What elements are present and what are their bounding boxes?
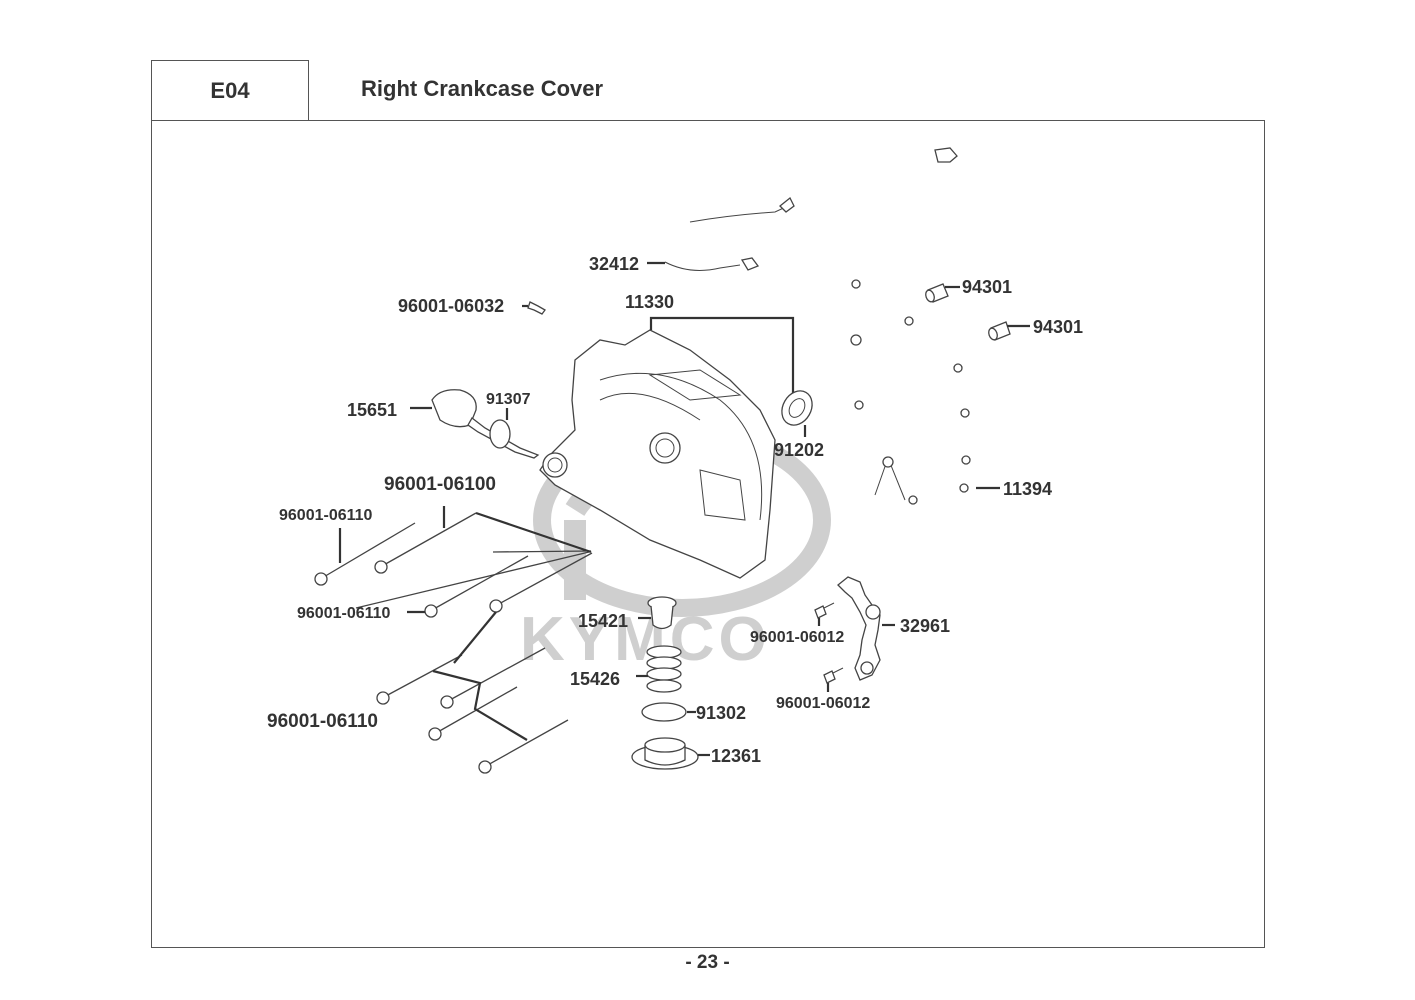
part-crankcase-cover[interactable]: 11330 (539, 292, 795, 579)
label-15426: 15426 (570, 669, 620, 689)
label-96001-06012-b: 96001-06012 (776, 695, 870, 712)
label-96001-06012-a: 96001-06012 (750, 629, 844, 646)
label-11394: 11394 (1003, 479, 1052, 499)
label-15651: 15651 (347, 400, 397, 420)
label-91202: 91202 (774, 440, 824, 460)
label-32961: 32961 (900, 616, 950, 636)
label-96001-06100: 96001-06100 (384, 474, 496, 495)
part-bolt-06100[interactable]: 96001-06100 (355, 474, 593, 613)
diagram-frame (151, 120, 1265, 948)
part-o-ring-91307[interactable]: 91307 (486, 391, 531, 449)
page-number: - 23 - (685, 952, 730, 973)
part-strainer-screen[interactable]: 15421 (578, 596, 677, 631)
part-bolt-06012-a[interactable]: 96001-06012 (750, 602, 844, 646)
part-bolt-06110-c[interactable]: 96001-06110 (267, 611, 569, 774)
part-bolt-06012-b[interactable]: 96001-06012 (776, 667, 870, 712)
label-94301-b: 94301 (1033, 317, 1083, 337)
label-12361: 12361 (711, 746, 761, 766)
part-spring[interactable]: 15426 (570, 645, 682, 693)
part-bracket[interactable]: 32961 (837, 576, 950, 681)
part-bolt-06032[interactable]: 96001-06032 (398, 296, 546, 316)
label-96001-06110-a: 96001-06110 (279, 507, 373, 524)
label-94301-a: 94301 (962, 277, 1012, 297)
part-o-ring-91302[interactable]: 91302 (641, 702, 746, 723)
label-96001-06110-c: 96001-06110 (267, 711, 378, 732)
label-15421: 15421 (578, 611, 628, 631)
part-gasket[interactable]: 11394 (843, 279, 1052, 522)
page-title: Right Crankcase Cover (361, 76, 604, 101)
label-11330: 11330 (625, 292, 674, 312)
label-96001-06032: 96001-06032 (398, 296, 504, 316)
part-drain-plug[interactable]: 12361 (631, 737, 761, 770)
section-code: E04 (151, 60, 309, 121)
label-91302: 91302 (696, 703, 746, 723)
label-32412: 32412 (589, 254, 639, 274)
part-wire-harness[interactable]: 32412 (589, 147, 958, 274)
part-bolt-06110-b[interactable]: 96001-06110 (297, 555, 529, 622)
label-96001-06110-b: 96001-06110 (297, 605, 391, 622)
part-bolt-06110-a[interactable]: 96001-06110 (279, 507, 416, 586)
part-dowel-pin-1[interactable]: 94301 (924, 277, 1012, 303)
part-dowel-pin-2[interactable]: 94301 (987, 317, 1083, 341)
label-91307: 91307 (486, 391, 531, 408)
watermark-text: KYMCO (520, 605, 771, 674)
part-oil-seal[interactable]: 91202 (774, 385, 824, 460)
